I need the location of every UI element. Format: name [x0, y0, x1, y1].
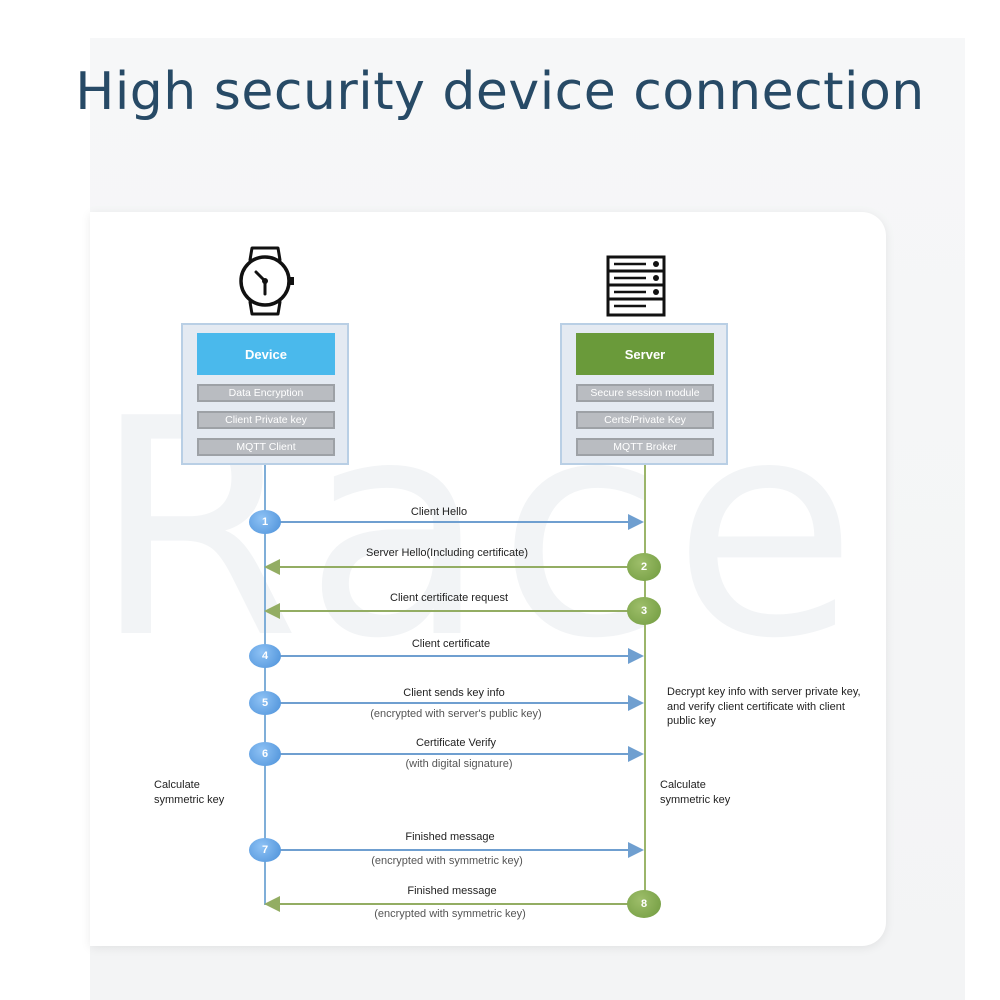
step-3-marker: 3: [627, 597, 661, 625]
server-calculate-note: Calculate symmetric key: [660, 779, 731, 806]
step-6-marker: 6: [249, 742, 281, 766]
step-6-sublabel: (with digital signature): [405, 758, 513, 770]
step-3-label: Client certificate request: [390, 592, 508, 604]
step-1-label: Client Hello: [410, 506, 468, 518]
page-title: High security device connection: [75, 62, 925, 122]
step-5-label: Client sends key info: [403, 687, 505, 699]
step-2-label: Server Hello(Including certificate): [365, 547, 528, 559]
step-6-label: Certificate Verify: [415, 737, 497, 749]
step-7-sublabel: (encrypted with symmetric key): [371, 855, 523, 867]
device-item-data-encryption: Data Encryption: [197, 384, 335, 402]
server-lifeline: [644, 465, 646, 905]
server-header: Server: [576, 333, 714, 375]
server-item-certs-private-key: Certs/Private Key: [576, 411, 714, 429]
step-7-label: Finished message: [405, 831, 495, 843]
device-lifeline: [264, 465, 266, 905]
step-4-label: Client certificate: [411, 638, 491, 650]
device-calculate-note: Calculate symmetric key: [154, 779, 225, 806]
step-8-sublabel: (encrypted with symmetric key): [374, 908, 526, 920]
device-header: Device: [197, 333, 335, 375]
server-item-secure-session-module: Secure session module: [576, 384, 714, 402]
step-8-label: Finished message: [407, 885, 497, 897]
server-rack-icon: [606, 255, 666, 317]
step-8-marker: 8: [627, 890, 661, 918]
step-5-marker: 5: [249, 691, 281, 715]
device-box: Device Data Encryption Client Private ke…: [181, 323, 349, 465]
server-decrypt-note: Decrypt key info with server private key…: [667, 686, 861, 727]
step-5-sublabel: (encrypted with server's public key): [370, 708, 542, 720]
device-item-client-private-key: Client Private key: [197, 411, 335, 429]
step-1-marker: 1: [249, 510, 281, 534]
server-box: Server Secure session module Certs/Priva…: [560, 323, 728, 465]
step-7-marker: 7: [249, 838, 281, 862]
server-item-mqtt-broker: MQTT Broker: [576, 438, 714, 456]
step-2-marker: 2: [627, 553, 661, 581]
watch-icon: [239, 246, 294, 316]
device-item-mqtt-client: MQTT Client: [197, 438, 335, 456]
step-4-marker: 4: [249, 644, 281, 668]
